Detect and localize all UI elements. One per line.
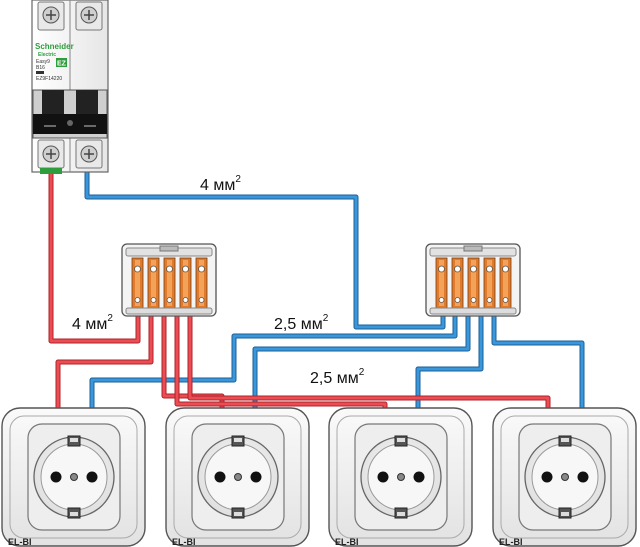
- lever-slot: [483, 257, 496, 309]
- brand-name: Schneider: [35, 42, 74, 51]
- power-socket: EL-BI: [492, 407, 637, 547]
- wago-connector-left: [121, 243, 217, 317]
- lever-slot: [131, 257, 144, 309]
- wago-connector-right: [425, 243, 521, 317]
- lever-slot: [179, 257, 192, 309]
- main-pair-label: 4 мм2: [200, 174, 241, 194]
- lever-slot: [451, 257, 464, 309]
- breaker-toggle: [32, 89, 108, 139]
- feed-red-label: 4 мм2: [72, 313, 113, 333]
- power-socket: EL-BI: [165, 407, 310, 547]
- neutral-branch-wires: [89, 314, 585, 412]
- lever-slot: [147, 257, 160, 309]
- socket-label: EL-BI: [499, 537, 523, 547]
- top-terminals: [37, 1, 103, 31]
- socket-label: EL-BI: [335, 537, 359, 547]
- lever-slot: [163, 257, 176, 309]
- phase-branch-wires: [55, 314, 551, 412]
- ez-logo: EZ: [57, 61, 67, 68]
- brand-sub: Electric: [38, 52, 56, 58]
- wire-labels: 4 мм2 4 мм2 2,5 мм2 2,5 мм2: [72, 174, 365, 387]
- phase-wires: [48, 168, 551, 412]
- breaker-model: Easy9: [36, 59, 50, 65]
- branch-lower-label: 2,5 мм2: [310, 367, 365, 387]
- circuit-breaker: Schneider Electric EZ Easy9 B16 EZ9F1422…: [31, 0, 109, 174]
- lever-slot: [435, 257, 448, 309]
- bottom-terminals: [37, 139, 103, 169]
- socket-label: EL-BI: [172, 537, 196, 547]
- neutral-wires: [84, 168, 585, 412]
- power-socket: EL-BI: [328, 407, 473, 547]
- sockets-row: EL-BI EL-BI EL-BI EL-BI: [1, 407, 637, 547]
- breaker-rating: B16: [36, 65, 45, 71]
- lever-slot: [499, 257, 512, 309]
- lever-slot: [467, 257, 480, 309]
- lever-slot: [195, 257, 208, 309]
- socket-label: EL-BI: [8, 537, 32, 547]
- breaker-label: Schneider Electric EZ Easy9 B16 EZ9F1422…: [35, 42, 74, 82]
- breaker-code: EZ9F14220: [36, 76, 62, 82]
- power-socket: EL-BI: [1, 407, 146, 547]
- branch-upper-label: 2,5 мм2: [274, 313, 329, 333]
